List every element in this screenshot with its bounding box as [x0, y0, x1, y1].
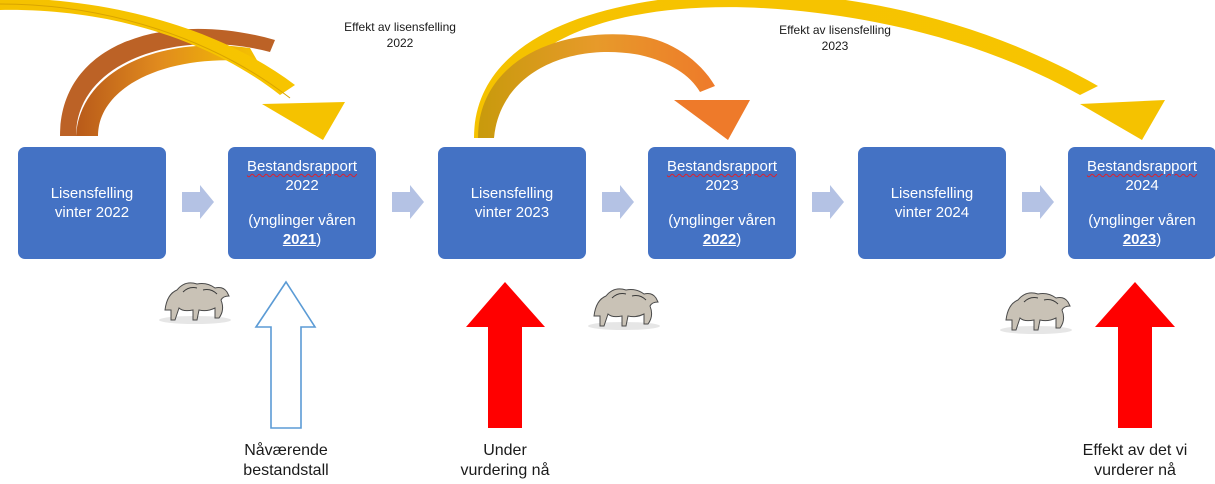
box-line1: Lisensfelling [890, 185, 974, 202]
box-report-2023: Bestandsrapport 2023 (ynglinger våren 20… [648, 147, 796, 259]
chevron-right-icon [182, 185, 214, 219]
box-felling-2024: Lisensfelling vinter 2024 [858, 147, 1006, 259]
box-sub-year: 2021 [282, 231, 317, 248]
effect-arc-2023 [474, 0, 1165, 140]
box-sub-suffix: ) [1156, 231, 1162, 248]
box-report-2022: Bestandsrapport 2022 (ynglinger våren 20… [228, 147, 376, 259]
outline-up-arrow-icon [254, 280, 317, 429]
bottom-label-line2: bestandstall [243, 462, 329, 479]
chevron-right-icon [812, 185, 844, 219]
effect-label-line1: Effekt av lisensfelling [779, 23, 891, 37]
effect-label-line1: Effekt av lisensfelling [344, 20, 456, 34]
box-line2: vinter 2024 [894, 204, 970, 221]
chevron-right-icon [392, 185, 424, 219]
bottom-label-line2: vurdering nå [460, 462, 550, 479]
bottom-label-under-review: Under vurdering nå [425, 441, 585, 481]
bottom-label-current: Nåværende bestandstall [206, 441, 366, 481]
box-line1: Lisensfelling [50, 185, 134, 202]
box-sub-suffix: ) [316, 231, 322, 248]
box-title: Bestandsrapport [666, 158, 778, 175]
box-line2: vinter 2023 [474, 204, 550, 221]
box-report-2024: Bestandsrapport 2024 (ynglinger våren 20… [1068, 147, 1215, 259]
bottom-label-line1: Nåværende [244, 442, 328, 459]
chevron-right-icon [602, 185, 634, 219]
red-up-arrow-icon [1095, 282, 1175, 428]
box-title: Bestandsrapport [246, 158, 358, 175]
effect-arc-2022 [0, 0, 345, 140]
effect-label-line2: 2022 [386, 36, 414, 50]
box-felling-2023: Lisensfelling vinter 2023 [438, 147, 586, 259]
chevron-right-icon [1022, 185, 1054, 219]
box-sub-prefix: (ynglinger våren [248, 212, 356, 229]
box-year: 2022 [285, 177, 319, 194]
box-felling-2022: Lisensfelling vinter 2022 [18, 147, 166, 259]
wolf-pair-sketch-icon [584, 272, 664, 334]
red-up-arrow-icon [466, 282, 545, 428]
box-line1: Lisensfelling [470, 185, 554, 202]
box-sub-prefix: (ynglinger våren [668, 212, 776, 229]
box-year: 2023 [705, 177, 739, 194]
box-title: Bestandsrapport [1086, 158, 1198, 175]
wolf-pair-sketch-icon [155, 266, 235, 328]
box-sub-suffix: ) [736, 231, 742, 248]
bottom-label-line1: Effekt av det vi [1082, 442, 1188, 459]
bottom-label-line2: vurderer nå [1094, 462, 1176, 479]
effect-label-2023: Effekt av lisensfelling 2023 [750, 22, 920, 54]
box-sub-prefix: (ynglinger våren [1088, 212, 1196, 229]
box-year: 2024 [1125, 177, 1159, 194]
bottom-label-effect: Effekt av det vi vurderer nå [1055, 441, 1215, 481]
effect-label-2022: Effekt av lisensfelling 2022 [315, 19, 485, 51]
box-sub-year: 2023 [1122, 231, 1157, 248]
box-sub-year: 2022 [702, 231, 737, 248]
wolf-pair-sketch-icon [996, 276, 1076, 338]
bottom-label-line1: Under [483, 442, 527, 459]
effect-label-line2: 2023 [821, 39, 849, 53]
box-line2: vinter 2022 [54, 204, 130, 221]
